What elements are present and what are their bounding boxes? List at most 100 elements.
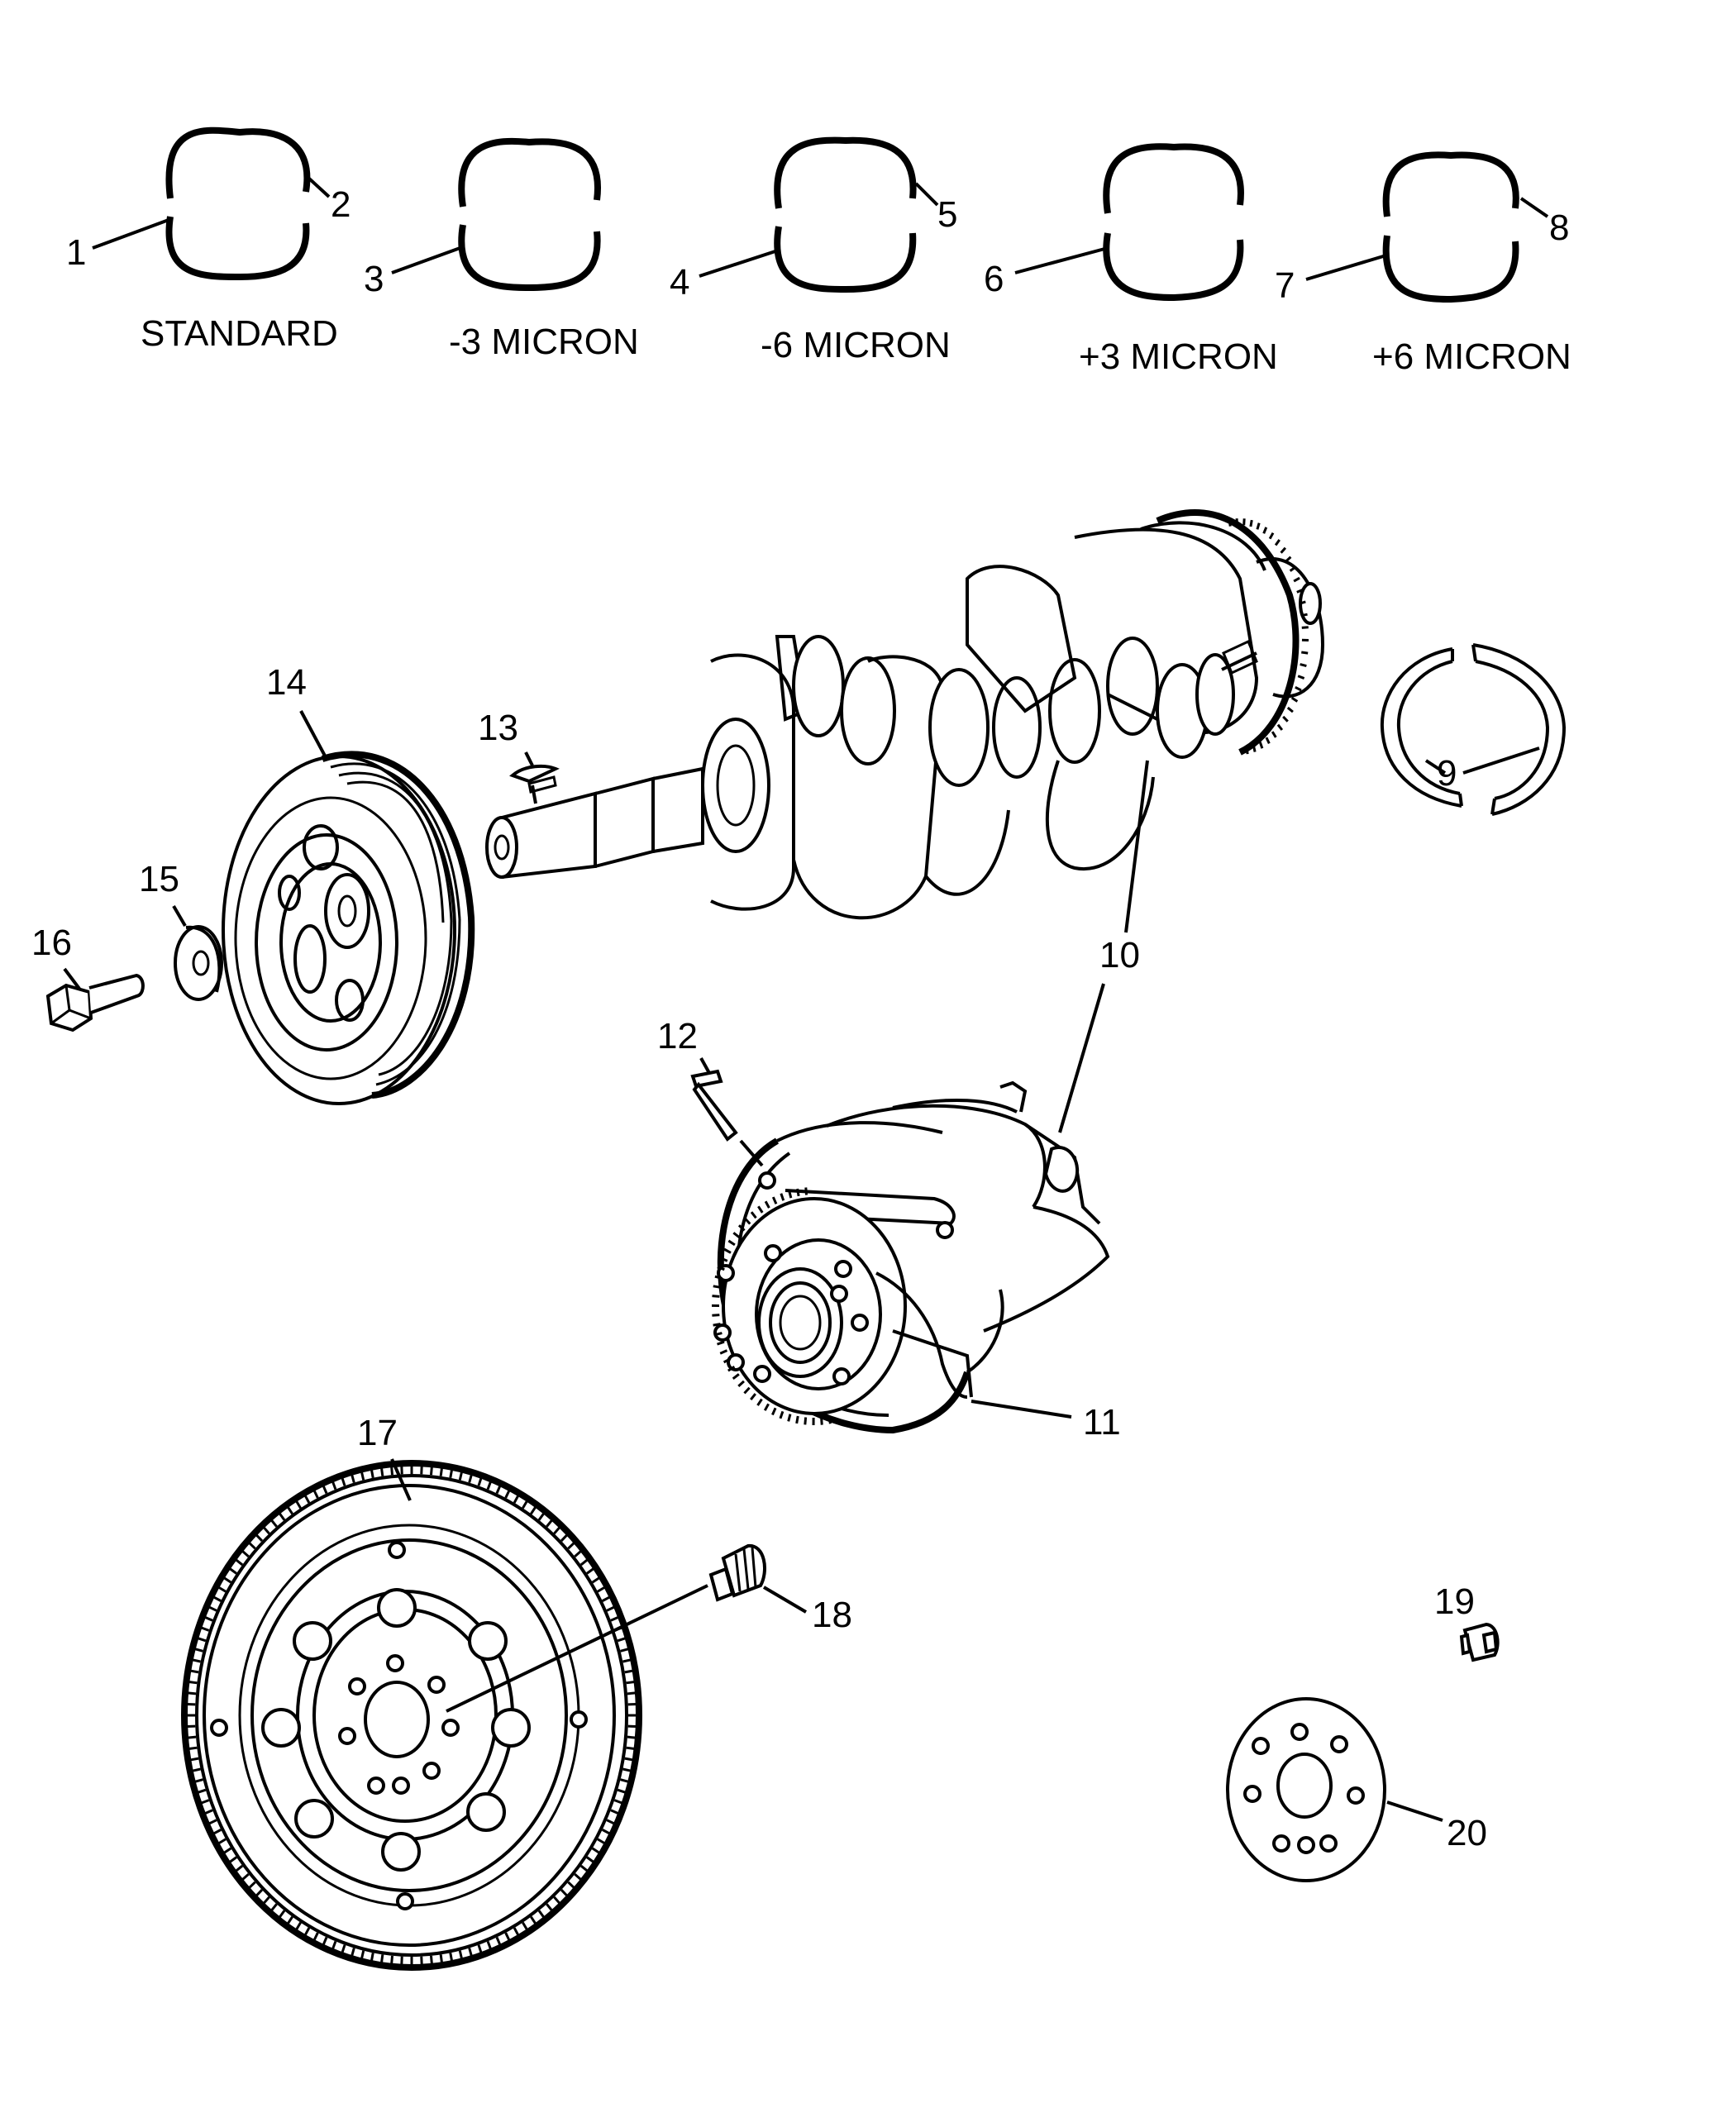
gear-tooth: [190, 1757, 199, 1762]
gear-tooth: [530, 1915, 537, 1924]
gear-tooth: [255, 1889, 264, 1897]
washer[interactable]: 15: [139, 859, 223, 1001]
bearing-set-minus-3-micron[interactable]: 3 -3 MICRON: [364, 137, 639, 362]
gear-tooth: [732, 1373, 740, 1380]
crankshaft[interactable]: [485, 509, 1325, 920]
bearing-size-label: +6 MICRON: [1372, 336, 1571, 377]
gear-tooth: [617, 1788, 627, 1794]
gear-tooth: [1285, 556, 1292, 563]
gear-tooth: [495, 1485, 502, 1495]
gear-tooth: [1249, 519, 1253, 527]
gear-tooth: [468, 1474, 473, 1483]
gear-tooth: [787, 1414, 792, 1422]
gear-tooth: [1271, 731, 1277, 738]
gear-tooth: [763, 1403, 770, 1411]
gear-tooth: [737, 1224, 746, 1232]
gear-tooth: [187, 1691, 197, 1695]
bolt[interactable]: 19: [1434, 1581, 1500, 1662]
gear-tooth: [624, 1669, 633, 1674]
gear-tooth: [229, 1856, 237, 1863]
bearing-set-plus-3-micron[interactable]: 6 +3 MICRON: [984, 143, 1278, 377]
gear-tooth: [744, 1217, 751, 1225]
gear-tooth: [1252, 745, 1257, 752]
gear-tooth: [1276, 723, 1284, 731]
reinforcement-plate[interactable]: 20: [1226, 1697, 1487, 1882]
gear-tooth: [627, 1691, 637, 1695]
dowel-pin[interactable]: 12: [657, 1016, 764, 1167]
damper-bolt[interactable]: 16: [31, 923, 145, 1033]
gear-tooth: [567, 1881, 575, 1889]
gear-tooth: [370, 1469, 374, 1478]
gear-tooth: [341, 1944, 346, 1953]
gear-tooth: [723, 1247, 732, 1254]
gear-tooth: [270, 1903, 278, 1912]
gear-tooth: [331, 1481, 337, 1490]
gear-tooth: [235, 1864, 244, 1872]
gear-tooth: [208, 1819, 217, 1825]
gear-tooth: [553, 1526, 561, 1535]
flexplate-bolt[interactable]: 18: [446, 1544, 852, 1713]
gear-tooth: [477, 1477, 483, 1486]
gear-tooth: [486, 1481, 492, 1490]
gear-tooth: [286, 1915, 293, 1924]
woodruff-key[interactable]: 13: [478, 708, 560, 804]
gear-tooth: [1301, 651, 1309, 655]
thrust-washer[interactable]: 9: [1380, 643, 1567, 816]
gear-tooth: [779, 1410, 785, 1419]
gear-tooth: [717, 1266, 725, 1271]
gear-tooth: [771, 1196, 778, 1204]
gear-tooth: [1296, 588, 1304, 594]
gear-tooth: [712, 1295, 720, 1298]
gear-tooth: [757, 1205, 764, 1214]
gear-tooth: [719, 1349, 728, 1355]
gear-tooth: [624, 1757, 633, 1762]
flexplate[interactable]: 17: [181, 1413, 642, 1971]
gear-tooth: [1268, 532, 1275, 540]
gear-tooth: [190, 1669, 199, 1674]
crankshaft-damper-pulley[interactable]: 14: [222, 662, 475, 1105]
gear-tooth: [530, 1506, 537, 1515]
gear-tooth: [217, 1586, 227, 1593]
callout-2: 2: [331, 184, 351, 225]
gear-tooth: [560, 1889, 569, 1897]
gear-tooth: [1262, 527, 1268, 534]
gear-tooth: [468, 1948, 473, 1957]
gear-tooth: [312, 1932, 319, 1941]
gear-tooth: [1301, 626, 1309, 629]
gear-tooth: [804, 1187, 808, 1195]
bearing-set-plus-6-micron[interactable]: 7 8 +6 MICRON: [1275, 151, 1571, 377]
bearing-set-standard[interactable]: 1 2 STANDARD: [66, 126, 351, 354]
callout-17: 17: [357, 1413, 398, 1453]
crankshaft-rear-view-reluctor[interactable]: 11: [713, 1080, 1121, 1443]
gear-tooth: [1274, 539, 1281, 546]
callout-4: 4: [670, 262, 689, 303]
gear-tooth: [610, 1809, 619, 1815]
gear-tooth: [1265, 737, 1271, 745]
gear-tooth: [286, 1506, 293, 1515]
gear-tooth: [295, 1500, 302, 1509]
gear-tooth: [1299, 600, 1306, 605]
gear-tooth: [235, 1558, 244, 1567]
callout-3: 3: [364, 259, 384, 299]
gear-tooth: [574, 1872, 582, 1881]
gear-tooth: [380, 1954, 384, 1963]
gear-tooth: [771, 1407, 777, 1416]
callout-18: 18: [812, 1595, 852, 1635]
gear-tooth: [449, 1469, 454, 1478]
callout-16: 16: [31, 923, 72, 963]
gear-tooth: [192, 1767, 201, 1772]
callout-6: 6: [984, 259, 1004, 299]
bearing-set-minus-6-micron[interactable]: 4 5 -6 MICRON: [670, 136, 957, 365]
gear-tooth: [827, 1416, 832, 1424]
gear-tooth: [620, 1778, 629, 1783]
gear-tooth: [620, 1648, 629, 1653]
gear-tooth: [586, 1856, 594, 1863]
gear-tooth: [597, 1838, 606, 1845]
gear-tooth: [586, 1567, 594, 1575]
gear-tooth: [370, 1953, 374, 1962]
gear-tooth: [204, 1615, 213, 1622]
callout-19: 19: [1434, 1581, 1475, 1622]
gear-tooth: [626, 1680, 635, 1685]
gear-tooth: [248, 1542, 256, 1550]
gear-tooth: [322, 1936, 328, 1946]
